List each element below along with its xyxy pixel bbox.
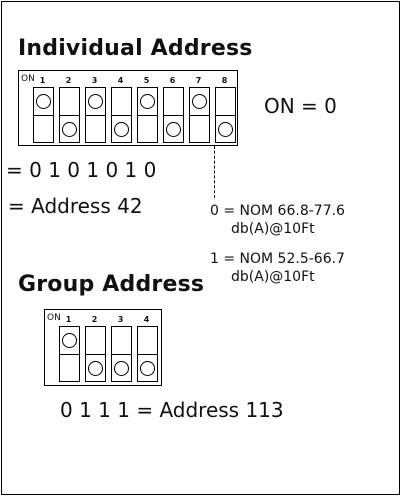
group-switch-1 [59, 326, 80, 382]
switch-knob-icon [36, 94, 51, 109]
individual-switch-2 [59, 87, 80, 143]
individual-switch-3 [85, 87, 106, 143]
switch-divider [190, 115, 209, 116]
group-switch-number: 3 [117, 315, 124, 324]
switch-divider [138, 115, 157, 116]
group-switch-number: 2 [91, 315, 98, 324]
individual-on-label: ON [21, 74, 35, 84]
on-equals-label: ON = 0 [264, 94, 337, 118]
individual-switch-number: 4 [117, 76, 124, 85]
switch-divider [138, 354, 157, 355]
individual-switch-7 [189, 87, 210, 143]
switch-divider [60, 115, 79, 116]
switch-knob-icon [62, 333, 77, 348]
group-dip-switch: ON 1 2 3 4 [44, 309, 162, 386]
individual-switch-1 [33, 87, 54, 143]
individual-switch-8 [215, 87, 236, 143]
individual-switch-number: 8 [221, 76, 228, 85]
switch-divider [164, 115, 183, 116]
group-on-label: ON [47, 313, 61, 323]
switch-knob-icon [166, 122, 181, 137]
individual-switch-number: 5 [143, 76, 150, 85]
individual-switch-4 [111, 87, 132, 143]
individual-bits: = 0 1 0 1 0 1 0 [6, 158, 157, 182]
switch-knob-icon [140, 94, 155, 109]
group-switch-4 [137, 326, 158, 382]
individual-address-value: = Address 42 [8, 194, 143, 218]
switch-divider [86, 115, 105, 116]
note-zero-unit: db(A)@10Ft [231, 221, 315, 237]
group-address-value: 0 1 1 1 = Address 113 [60, 398, 284, 422]
switch-knob-icon [218, 122, 233, 137]
group-switch-number: 4 [143, 315, 150, 324]
note-one-unit: db(A)@10Ft [231, 269, 315, 285]
note-zero: 0 = NOM 66.8-77.6 [210, 203, 345, 219]
individual-switch-number: 6 [169, 76, 176, 85]
group-address-title: Group Address [18, 272, 205, 297]
switch-divider [216, 115, 235, 116]
switch-knob-icon [62, 122, 77, 137]
individual-address-title: Individual Address [18, 36, 253, 61]
individual-switch-number: 2 [65, 76, 72, 85]
group-switch-3 [111, 326, 132, 382]
switch-knob-icon [140, 361, 155, 376]
switch-8-leader-line [214, 146, 215, 198]
note-one: 1 = NOM 52.5-66.7 [210, 251, 345, 267]
switch-divider [112, 354, 131, 355]
switch-knob-icon [192, 94, 207, 109]
individual-switch-number: 1 [39, 76, 46, 85]
individual-switch-number: 3 [91, 76, 98, 85]
individual-switch-6 [163, 87, 184, 143]
group-switch-2 [85, 326, 106, 382]
switch-knob-icon [88, 361, 103, 376]
group-switch-number: 1 [65, 315, 72, 324]
individual-switch-number: 7 [195, 76, 202, 85]
individual-dip-switch: ON 1 2 3 4 5 6 7 8 [18, 70, 238, 146]
individual-switch-5 [137, 87, 158, 143]
switch-divider [60, 354, 79, 355]
switch-divider [112, 115, 131, 116]
switch-knob-icon [114, 361, 129, 376]
switch-divider [34, 115, 53, 116]
switch-knob-icon [114, 122, 129, 137]
switch-divider [86, 354, 105, 355]
switch-knob-icon [88, 94, 103, 109]
